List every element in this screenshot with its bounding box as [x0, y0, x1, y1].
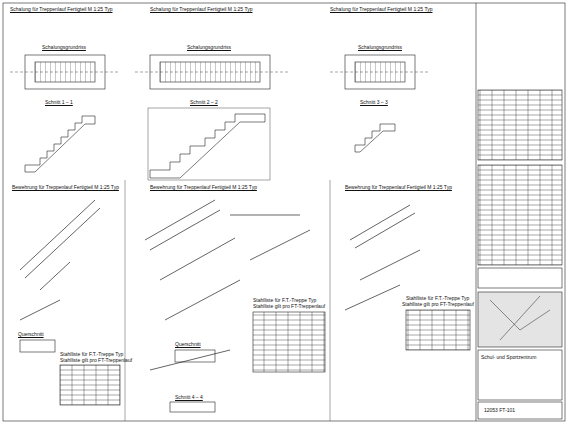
drawing-label: Schnitt 3 – 3 — [360, 100, 388, 106]
drawing-label: Schnitt 1 – 1 — [45, 100, 73, 106]
drawing-label: Stahlliste für F.T.-Treppe Typ — [60, 352, 123, 358]
drawing-label: Stahlliste gilt pro FT-Treppenlauf — [60, 358, 132, 364]
drawing-label: Schul- und Sportzentrum — [481, 355, 536, 361]
drawing-label: Schalung für Treppenlauf Fertigteil M 1:… — [150, 7, 252, 13]
drawing-label: Querschnitt — [175, 342, 201, 348]
drawing-label: Schnitt 2 – 2 — [190, 100, 218, 106]
drawing-label: Schalungsgrundriss — [187, 45, 231, 51]
drawing-label: Stahlliste für F.T.-Treppe Typ — [406, 296, 469, 302]
drawing-label: Schalungsgrundriss — [42, 45, 86, 51]
drawing-label: Schalung für Treppenlauf Fertigteil M 1:… — [10, 7, 112, 13]
drawing-label: Bewehrung für Treppenlauf Fertigteil M 1… — [12, 185, 119, 191]
drawing-label: Schnitt 4 – 4 — [175, 395, 203, 401]
drawing-label: Stahlliste gilt pro FT-Treppenlauf — [253, 304, 325, 310]
drawing-label: Stahlliste gilt pro FT-Treppenlauf — [402, 302, 474, 308]
drawing-label: Bewehrung für Treppenlauf Fertigteil M 1… — [345, 185, 452, 191]
drawing-label: 12053 FT-101 — [484, 408, 515, 414]
drawing-label: Schalung für Treppenlauf Fertigteil M 1:… — [330, 7, 432, 13]
drawing-label: Querschnitt — [18, 332, 44, 338]
drawing-label: Schalungsgrundriss — [358, 45, 402, 51]
drawing-label: Bewehrung für Treppenlauf Fertigteil M 1… — [150, 185, 257, 191]
drawing-label: Stahlliste für F.T.-Treppe Typ — [253, 298, 316, 304]
